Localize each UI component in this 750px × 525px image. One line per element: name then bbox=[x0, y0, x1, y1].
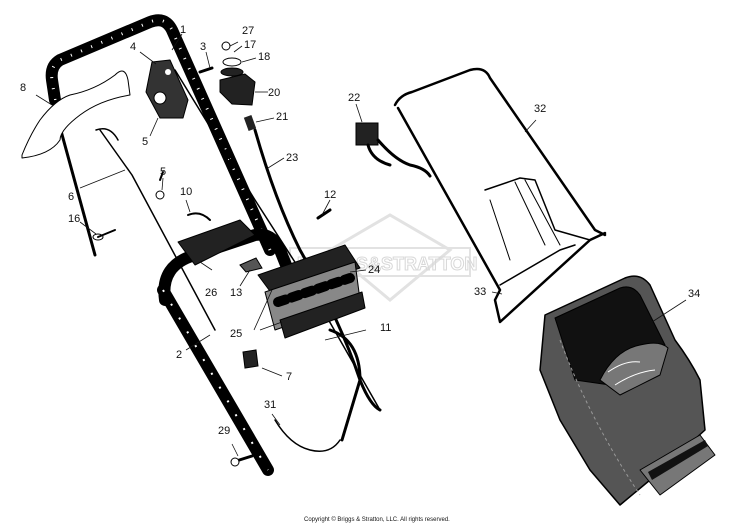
upper-handle bbox=[45, 14, 276, 257]
callout-8: 8 bbox=[20, 82, 26, 94]
callout-34: 34 bbox=[688, 288, 700, 300]
callout-5b: 5 bbox=[160, 166, 166, 178]
clamp-24-25 bbox=[257, 244, 366, 339]
hardware bbox=[92, 171, 341, 467]
callout-26: 26 bbox=[205, 287, 217, 299]
callout-12: 12 bbox=[324, 189, 336, 201]
callout-27: 27 bbox=[242, 25, 254, 37]
copyright-notice: Copyright © Briggs & Stratton, LLC. All … bbox=[304, 516, 450, 523]
callout-18: 18 bbox=[258, 51, 270, 63]
switch-parts bbox=[198, 41, 256, 106]
charger-22 bbox=[355, 122, 432, 178]
leader-lines bbox=[35, 33, 687, 457]
callout-1: 1 bbox=[180, 24, 186, 36]
bag-frame-32 bbox=[393, 67, 607, 324]
callout-numbers: 1 2 3 4 5 5 6 7 8 10 11 12 13 16 17 18 2… bbox=[20, 24, 700, 437]
callout-3: 3 bbox=[200, 41, 206, 53]
callout-17: 17 bbox=[244, 39, 256, 51]
grass-bag-34 bbox=[539, 275, 716, 506]
callout-11: 11 bbox=[380, 322, 391, 334]
callout-23: 23 bbox=[286, 152, 298, 164]
callout-21: 21 bbox=[276, 111, 288, 123]
callout-16: 16 bbox=[68, 213, 80, 225]
callout-5a: 5 bbox=[142, 136, 148, 148]
callout-7: 7 bbox=[286, 371, 292, 383]
callout-22: 22 bbox=[348, 92, 360, 104]
callout-2: 2 bbox=[176, 349, 182, 361]
callout-6: 6 bbox=[68, 191, 74, 203]
decal-8 bbox=[21, 70, 131, 159]
callout-13: 13 bbox=[230, 287, 242, 299]
cord-21-23 bbox=[243, 115, 257, 131]
callout-4: 4 bbox=[130, 41, 136, 53]
callout-25: 25 bbox=[230, 328, 242, 340]
callout-20: 20 bbox=[268, 87, 280, 99]
callout-10: 10 bbox=[180, 186, 192, 198]
block-26 bbox=[177, 219, 256, 266]
callout-29: 29 bbox=[218, 425, 230, 437]
switch-box-4 bbox=[145, 59, 189, 119]
callout-31: 31 bbox=[264, 399, 276, 411]
callout-32: 32 bbox=[534, 103, 546, 115]
callout-33: 33 bbox=[474, 286, 486, 298]
callout-24: 24 bbox=[368, 264, 380, 276]
